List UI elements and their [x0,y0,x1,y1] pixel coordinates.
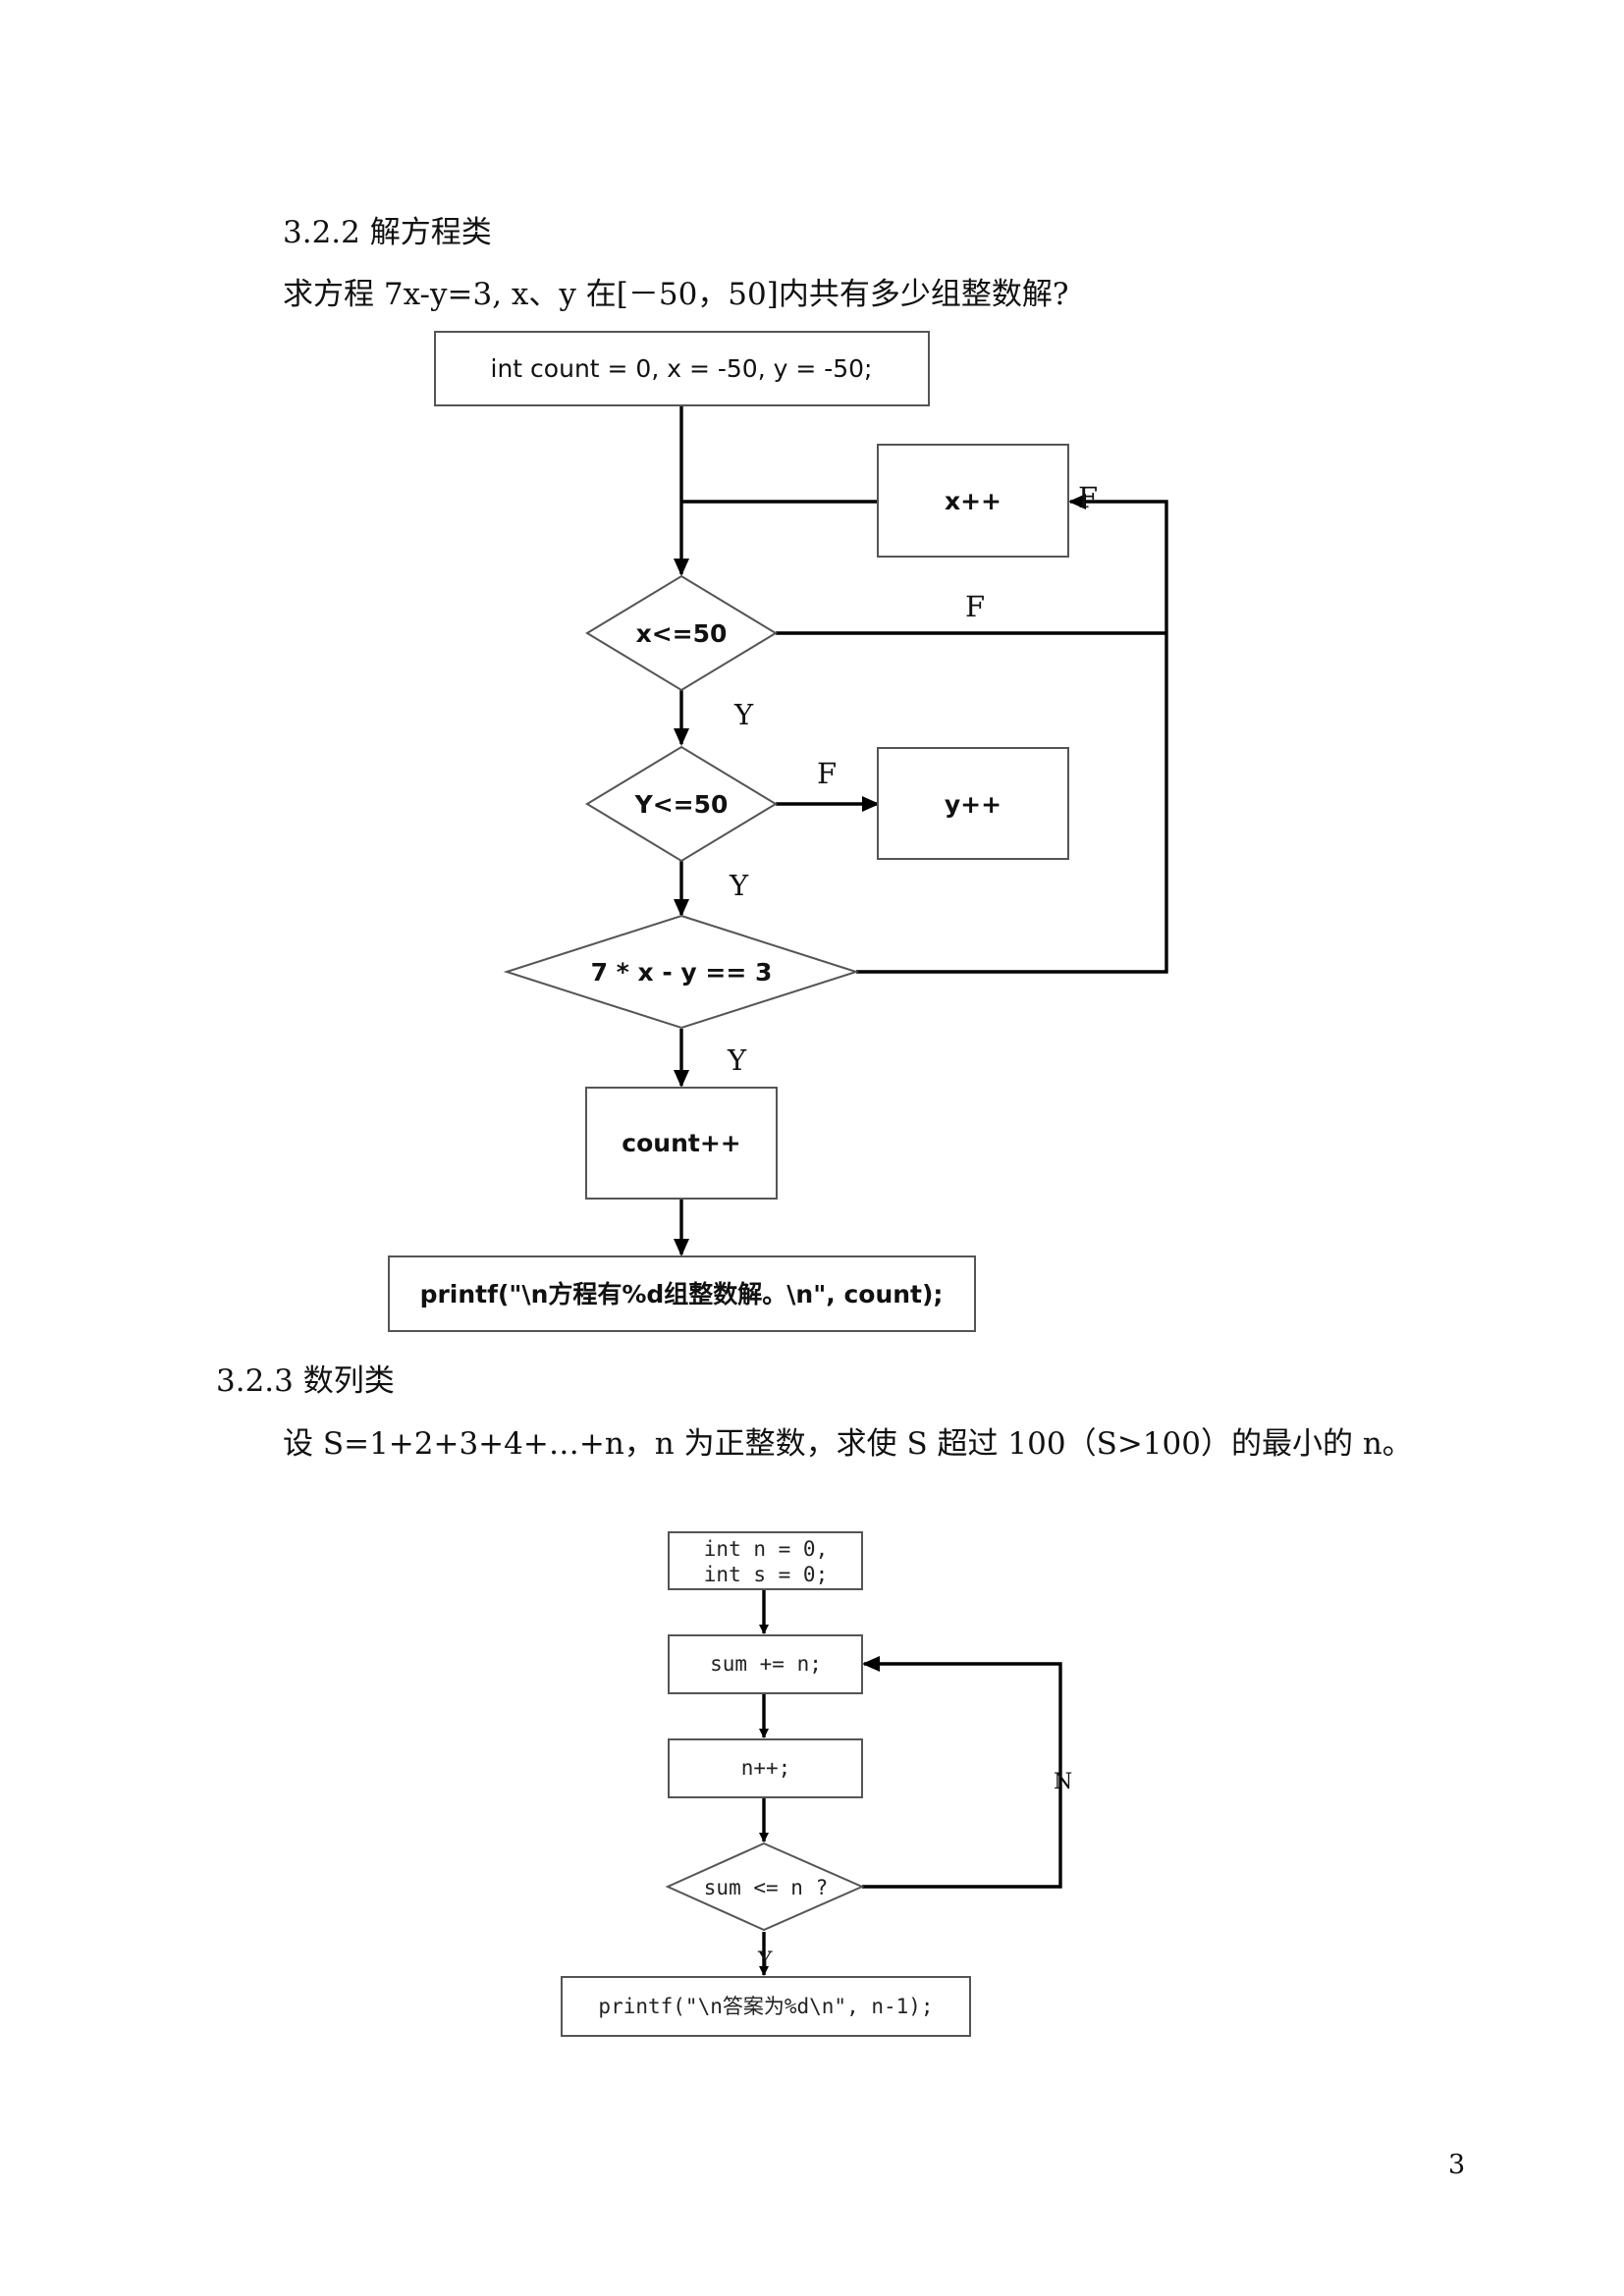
condition-diamond-2 [665,1842,865,1932]
equation-check-text: 7 * x - y == 3 [591,958,773,987]
x-condition-diamond [585,574,778,692]
output-text: printf("\n方程有%d组整数解。\n", count); [420,1280,944,1308]
problem-statement-sequences: 设 S=1+2+3+4+…+n，n 为正整数，求使 S 超过 100（S>100… [283,1426,1413,1462]
init-text-line1: int n = 0, [704,1537,828,1561]
output-box [388,1255,976,1332]
x-condition-text: x<=50 [636,619,728,648]
label-y-false: F [817,757,837,790]
x-increment-box [877,444,1069,558]
flowchart-sequence-sum: int n = 0, int s = 0; sum += n; n++; sum… [561,1531,1072,2037]
label-condition-true: Y [757,1949,773,1973]
equation-check-diamond [503,914,860,1030]
output-box-2 [561,1976,971,2037]
section-heading-equations: 3.2.2 解方程类 [283,215,492,250]
page-number: 3 [1448,2150,1466,2180]
label-y-true: Y [729,869,749,902]
x-increment-text: x++ [945,487,1001,515]
n-increment-box [668,1738,863,1798]
y-condition-diamond [585,745,778,863]
flowchart-equation-solutions: int count = 0, x = -50, y = -50; x++ x<=… [388,331,1168,1332]
init-text-line2: int s = 0; [704,1563,828,1586]
label-equation-true: Y [727,1043,747,1077]
sum-step-text: sum += n; [710,1652,822,1676]
sum-step-box [668,1634,863,1694]
init-box [434,331,930,406]
problem-statement-equations: 求方程 7x-y=3, x、y 在[－50，50]内共有多少组整数解? [283,277,1069,312]
n-increment-text: n++; [741,1756,791,1780]
init-text: int count = 0, x = -50, y = -50; [491,354,873,383]
label-x-true: Y [733,698,754,731]
condition-text-2: sum <= n ? [704,1876,828,1899]
init-box-2 [668,1531,863,1590]
count-increment-box [585,1087,778,1200]
label-x-false-top: F [1078,481,1098,514]
y-condition-text: Y<=50 [634,790,729,819]
section-heading-sequences: 3.2.3 数列类 [216,1363,395,1399]
label-x-false: F [965,590,985,623]
flow-line-condition-false-loop [862,1656,1062,1889]
flow-line-equation-false-loop [856,494,1168,974]
label-condition-false: N [1054,1770,1072,1794]
y-increment-box [877,747,1069,860]
output-text-2: printf("\n答案为%d\n", n-1); [598,1995,933,2018]
y-increment-text: y++ [945,790,1001,819]
count-increment-text: count++ [622,1129,740,1157]
